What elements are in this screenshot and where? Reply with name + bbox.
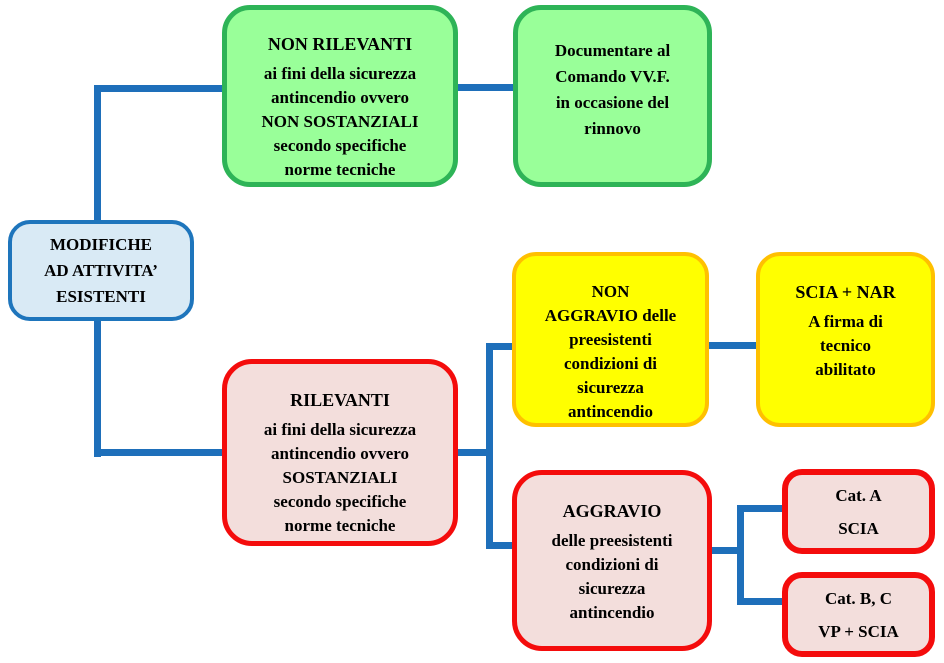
node-aggravio-line: delle preesistenti <box>551 531 673 550</box>
node-aggravio-heading: AGGRAVIO <box>562 501 662 521</box>
node-scia-nar-line: abilitato <box>815 360 876 379</box>
node-non-rilevanti-line: norme tecniche <box>284 160 396 179</box>
node-modifiche: MODIFICHE AD ATTIVITA’ ESISTENTI <box>8 220 194 321</box>
node-aggravio-line: condizioni di <box>565 555 659 574</box>
connector-mid-bottom-branch <box>486 542 516 549</box>
connector-green-to-green <box>455 84 516 91</box>
node-non-rilevanti-line: ai fini della sicurezza <box>263 64 417 83</box>
node-aggravio: AGGRAVIO delle preesistenti condizioni d… <box>512 470 712 651</box>
node-non-rilevanti-line: NON SOSTANZIALI <box>261 112 419 131</box>
node-documentare-line: in occasione del <box>555 93 670 112</box>
connector-left-bottom-branch <box>94 449 225 456</box>
connector-mid-trunk <box>486 343 493 549</box>
node-documentare-line: rinnovo <box>584 119 641 138</box>
node-cat-a: Cat. A SCIA <box>782 469 935 554</box>
node-rilevanti-heading: RILEVANTI <box>290 390 390 410</box>
node-non-rilevanti-line: secondo specifiche <box>273 136 407 155</box>
node-rilevanti-line: antincendio ovvero <box>270 444 410 463</box>
node-non-rilevanti-heading: NON RILEVANTI <box>267 34 413 54</box>
node-modifiche-line: ESISTENTI <box>56 286 146 306</box>
node-cat-bc-line: Cat. B, C <box>824 588 893 608</box>
node-rilevanti-line: norme tecniche <box>284 516 396 535</box>
connector-mid-top-branch <box>486 343 516 350</box>
node-aggravio-line: antincendio <box>569 603 655 622</box>
node-cat-a-line: Cat. A <box>835 485 882 505</box>
node-modifiche-line: MODIFICHE <box>50 234 152 254</box>
node-documentare-line: Documentare al <box>554 41 671 60</box>
node-non-rilevanti-line: antincendio ovvero <box>270 88 410 107</box>
node-non-aggravio: NON AGGRAVIO delle preesistenti condizio… <box>512 252 709 427</box>
node-non-aggravio-line: condizioni di <box>563 354 658 373</box>
connector-aggravio-stub <box>710 547 743 554</box>
connector-cat-a-branch <box>737 505 785 512</box>
node-rilevanti-line: SOSTANZIALI <box>282 468 398 487</box>
connector-right-trunk <box>737 505 744 605</box>
node-non-aggravio-line: antincendio <box>567 402 654 421</box>
node-rilevanti-line: secondo specifiche <box>273 492 407 511</box>
node-modifiche-line: AD ATTIVITA’ <box>44 260 158 280</box>
connector-cat-bc-branch <box>737 598 785 605</box>
node-non-aggravio-line: preesistenti <box>569 330 652 349</box>
node-documentare-line: Comando VV.F. <box>555 67 670 86</box>
node-scia-nar: SCIA + NAR A firma di tecnico abilitato <box>756 252 935 427</box>
connector-rilevanti-stub <box>455 449 493 456</box>
node-cat-bc: Cat. B, C VP + SCIA <box>782 572 935 657</box>
node-scia-nar-heading: SCIA + NAR <box>795 282 896 302</box>
node-documentare: Documentare al Comando VV.F. in occasion… <box>513 5 712 187</box>
node-non-aggravio-line: AGGRAVIO delle <box>544 306 677 325</box>
node-non-rilevanti: NON RILEVANTI ai fini della sicurezza an… <box>222 5 458 187</box>
node-cat-a-line: SCIA <box>838 518 879 538</box>
node-rilevanti-line: ai fini della sicurezza <box>263 420 417 439</box>
node-cat-bc-line: VP + SCIA <box>818 621 899 641</box>
connector-yellow-to-yellow <box>707 342 759 349</box>
node-scia-nar-line: tecnico <box>820 336 871 355</box>
node-aggravio-line: sicurezza <box>578 579 646 598</box>
node-non-aggravio-line: sicurezza <box>577 378 644 397</box>
node-rilevanti: RILEVANTI ai fini della sicurezza antinc… <box>222 359 458 546</box>
connector-left-top-branch <box>94 85 225 92</box>
node-scia-nar-line: A firma di <box>808 312 883 331</box>
node-non-aggravio-line: NON <box>591 282 630 301</box>
